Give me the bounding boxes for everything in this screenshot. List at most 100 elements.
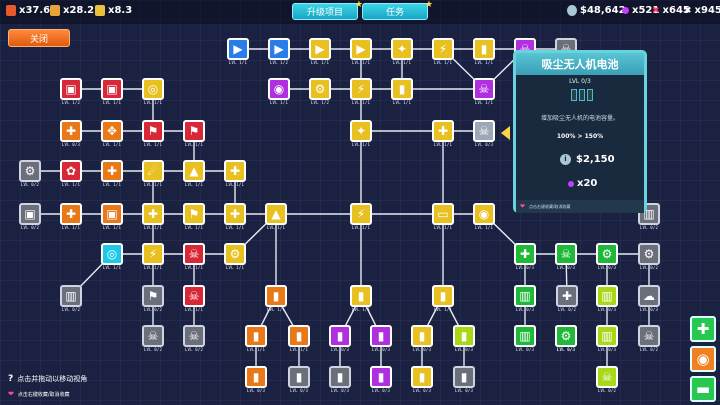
skill-node[interactable]: ▥LVL 0/3 (514, 285, 536, 314)
skill-node[interactable]: ⚡LVL 1/1 (142, 243, 164, 272)
skill-node[interactable]: ▮LVL 1/1 (245, 325, 267, 354)
star-icon: ★ (354, 0, 363, 10)
skill-node[interactable]: ☠LVL 1/1 (183, 285, 205, 314)
skill-node[interactable]: ▣LVL 0/2 (19, 203, 41, 232)
skill-node[interactable]: ☠LVL 0/2 (596, 366, 618, 395)
skill-node[interactable]: ▮LVL 0/3 (329, 325, 351, 354)
tab-tasks[interactable]: 任务★ (362, 0, 433, 20)
skill-node-icon: ⚙ (638, 243, 660, 265)
skill-node[interactable]: ✥LVL 1/1 (101, 120, 123, 149)
skill-node[interactable]: ▭LVL 1/1 (432, 203, 454, 232)
skill-node[interactable]: ✚LVL 0/3 (514, 243, 536, 272)
skill-node[interactable]: ▶LVL 1/1 (227, 38, 249, 67)
skill-node[interactable]: ☠LVL 0/3 (555, 243, 577, 272)
skill-node[interactable]: ▲LVL 1/1 (183, 160, 205, 189)
skill-node[interactable]: ▮LVL 0/3 (453, 325, 475, 354)
skill-node[interactable]: ⚙LVL 1/1 (224, 243, 246, 272)
skill-node[interactable]: ☠LVL 1/1 (183, 243, 205, 272)
skill-node[interactable]: ◎LVL 1/1 (142, 78, 164, 107)
skill-node[interactable]: ✚LVL 0/3 (60, 120, 82, 149)
skill-node[interactable]: ▮LVL 0/3 (453, 366, 475, 395)
skill-node[interactable]: ⚡LVL 1/1 (432, 38, 454, 67)
skill-node[interactable]: ✦LVL 1/1 (391, 38, 413, 67)
skill-node[interactable]: ▥LVL 0/2 (60, 285, 82, 314)
center-view-button[interactable]: ◉ (690, 346, 716, 372)
zoom-in-button[interactable]: ✚ (690, 316, 716, 342)
skill-node[interactable]: ⚑LVL 0/2 (142, 285, 164, 314)
skill-node[interactable]: ▮LVL 0/3 (370, 366, 392, 395)
skill-node[interactable]: ⚙LVL 0/2 (19, 160, 41, 189)
skill-node-level: LVL 1/1 (143, 225, 163, 230)
skill-node[interactable]: ⚑LVL 1/1 (142, 120, 164, 149)
level-pip (571, 89, 577, 101)
skill-node[interactable]: ▶LVL 1/2 (268, 38, 290, 67)
level-pip (587, 89, 593, 101)
skill-node[interactable]: ▣LVL 1/1 (101, 203, 123, 232)
skill-node-level: LVL 0/3 (515, 265, 535, 270)
skill-node[interactable]: ▥LVL 0/3 (596, 325, 618, 354)
zoom-out-button[interactable]: ▬ (690, 376, 716, 402)
tab-upgrade[interactable]: 升级项目★ (292, 0, 363, 20)
close-button[interactable]: 关闭 (8, 29, 70, 47)
skill-node[interactable]: ✦LVL 1/1 (350, 120, 372, 149)
skill-node[interactable]: ✚LVL 1/1 (142, 203, 164, 232)
skill-node[interactable]: ▥LVL 0/3 (596, 285, 618, 314)
skill-node-icon: ▭ (432, 203, 454, 225)
skill-node[interactable]: ▶LVL 1/1 (309, 38, 331, 67)
skill-node[interactable]: ▮LVL 1/1 (473, 38, 495, 67)
skill-node[interactable]: ▮LVL 0/3 (370, 325, 392, 354)
skill-node[interactable]: ▶LVL 1/1 (350, 38, 372, 67)
skill-node-level: LVL 0/3 (556, 265, 576, 270)
panel-price[interactable]: i $2,150 (560, 154, 615, 165)
skill-node[interactable]: ☄LVL 1/1 (142, 160, 164, 189)
skill-node[interactable]: ☠LVL 0/3 (473, 120, 495, 149)
skill-node-level: LVL 1/1 (351, 142, 371, 147)
skill-node[interactable]: ▮LVL 1/1 (265, 285, 287, 314)
skill-node[interactable]: ✚LVL 1/1 (60, 203, 82, 232)
skill-node[interactable]: ☠LVL 1/1 (473, 78, 495, 107)
skill-node-icon: ⚡ (350, 78, 372, 100)
skill-node-icon: ▮ (350, 285, 372, 307)
skill-node[interactable]: ▥LVL 0/3 (514, 325, 536, 354)
skill-node[interactable]: ⚙LVL 1/2 (309, 78, 331, 107)
skill-node[interactable]: ✚LVL 0/2 (556, 285, 578, 314)
skill-node-icon: ▮ (411, 366, 433, 388)
skill-node-level: LVL 1/1 (351, 307, 371, 312)
skill-node[interactable]: ▮LVL 1/1 (288, 325, 310, 354)
skill-node[interactable]: ⚡LVL 1/1 (350, 78, 372, 107)
skill-node[interactable]: ▮LVL 0/3 (411, 366, 433, 395)
skill-node[interactable]: ⚡LVL 1/1 (350, 203, 372, 232)
resource-purple-gem: x521 (622, 5, 659, 16)
skill-node[interactable]: ☠LVL 0/2 (142, 325, 164, 354)
skill-node[interactable]: ▮LVL 0/3 (411, 325, 433, 354)
skill-node[interactable]: ◉LVL 1/1 (473, 203, 495, 232)
skill-node[interactable]: ☁LVL 0/3 (638, 285, 660, 314)
skill-node[interactable]: ▮LVL 0/3 (245, 366, 267, 395)
skill-node[interactable]: ☠LVL 0/2 (183, 325, 205, 354)
skill-node[interactable]: ⚑LVL 1/1 (183, 120, 205, 149)
skill-node[interactable]: ⚙LVL 0/3 (555, 325, 577, 354)
skill-node[interactable]: ✚LVL 1/1 (432, 120, 454, 149)
skill-node[interactable]: ▣LVL 1/1 (101, 78, 123, 107)
skill-node[interactable]: ⚙LVL 0/3 (596, 243, 618, 272)
skill-node[interactable]: ✚LVL 1/1 (224, 160, 246, 189)
skill-node-icon: ☠ (142, 325, 164, 347)
skill-node[interactable]: ◎LVL 1/1 (101, 243, 123, 272)
skill-node-icon: ▮ (453, 325, 475, 347)
skill-node[interactable]: ▮LVL 0/3 (329, 366, 351, 395)
skill-node[interactable]: ▮LVL 0/3 (288, 366, 310, 395)
skill-node[interactable]: ◉LVL 1/1 (268, 78, 290, 107)
skill-node[interactable]: ▮LVL 1/1 (350, 285, 372, 314)
skill-node[interactable]: ✚LVL 1/1 (224, 203, 246, 232)
skill-node-level: LVL 1/1 (474, 100, 494, 105)
skill-node[interactable]: ▲LVL 1/1 (265, 203, 287, 232)
skill-node[interactable]: ▣LVL 1/2 (60, 78, 82, 107)
skill-node[interactable]: ⚑LVL 1/1 (183, 203, 205, 232)
skill-node[interactable]: ▮LVL 1/1 (432, 285, 454, 314)
skill-node[interactable]: ⚙LVL 0/2 (638, 243, 660, 272)
skill-node-icon: ▮ (370, 325, 392, 347)
skill-node[interactable]: ☠LVL 0/2 (638, 325, 660, 354)
skill-node[interactable]: ✚LVL 1/1 (101, 160, 123, 189)
skill-node[interactable]: ✿LVL 1/1 (60, 160, 82, 189)
skill-node[interactable]: ▮LVL 1/1 (391, 78, 413, 107)
